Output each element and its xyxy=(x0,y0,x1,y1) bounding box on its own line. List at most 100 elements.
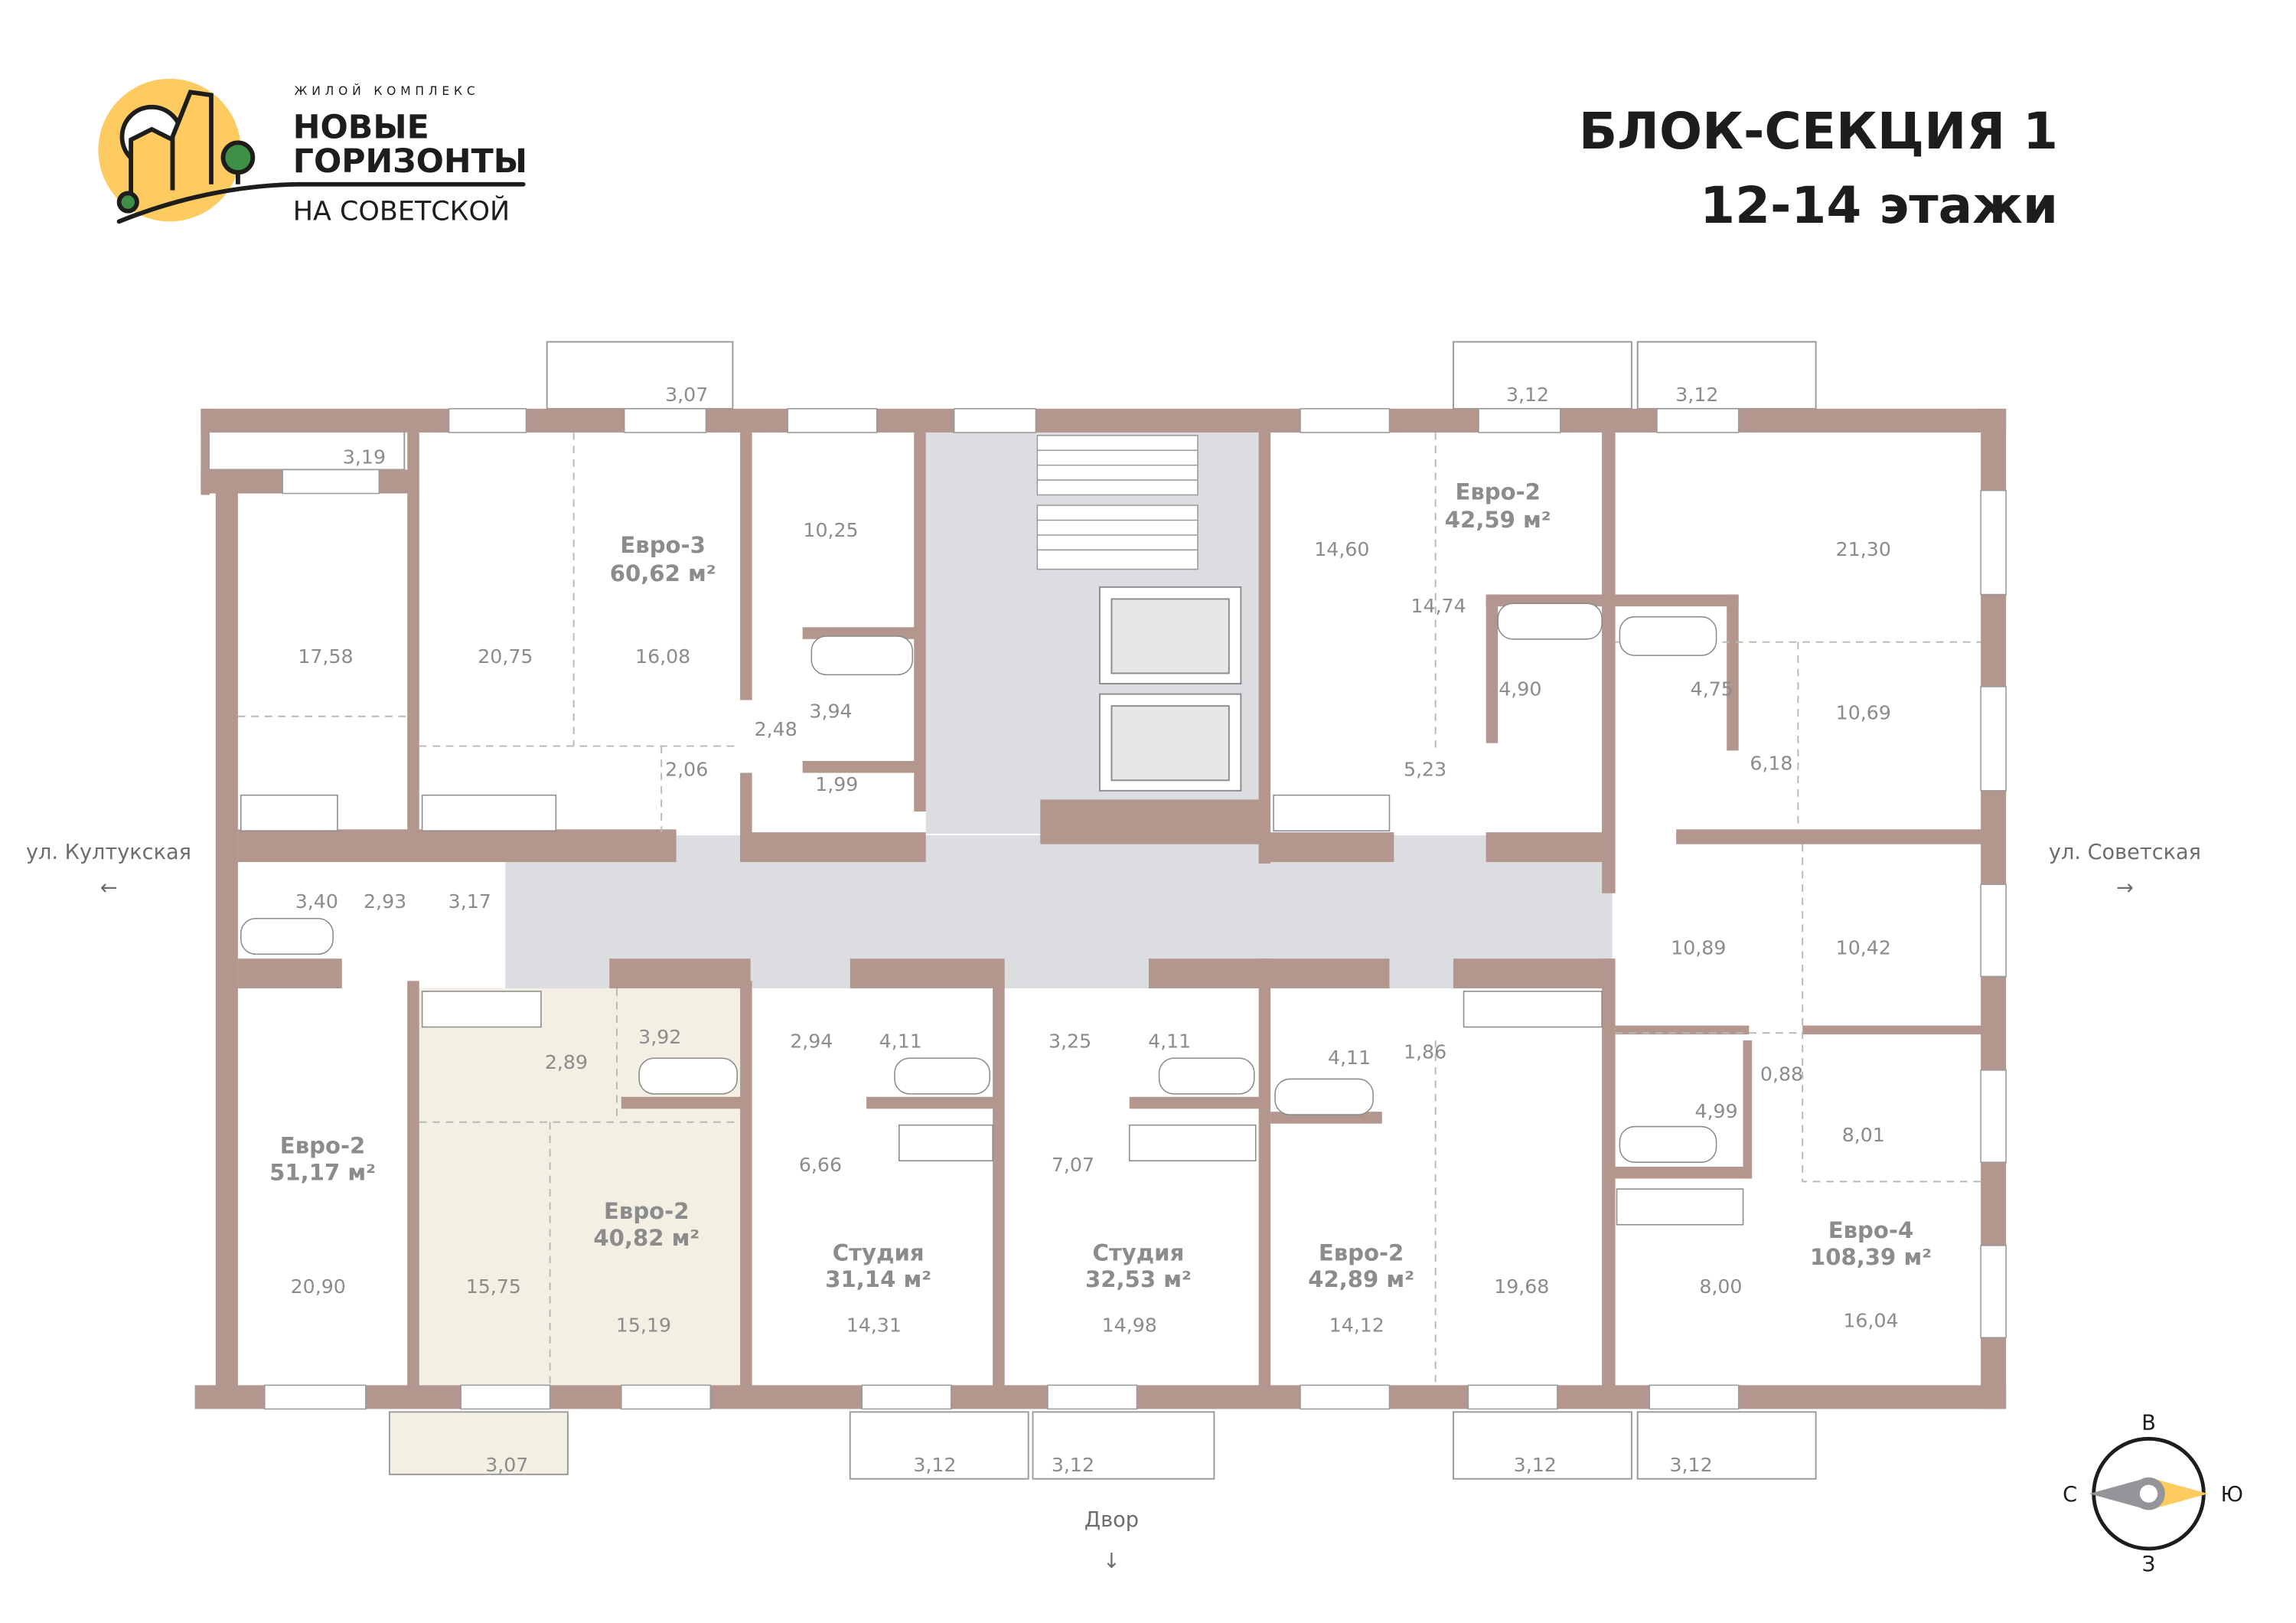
room-area: 6,18 xyxy=(1750,753,1792,775)
room-area: 16,08 xyxy=(635,645,690,668)
apartment-area: 42,59 м² xyxy=(1445,507,1551,533)
highlighted-apartment[interactable] xyxy=(419,988,741,1387)
room-area: 14,74 xyxy=(1411,595,1466,617)
room-area: 3,17 xyxy=(448,890,491,913)
room-area: 4,99 xyxy=(1695,1100,1738,1122)
room-area: 2,93 xyxy=(364,890,406,913)
fixtures xyxy=(240,603,1744,1226)
apartment-type: Студия xyxy=(833,1239,925,1265)
room-area-labels: 3,07 3,19 3,12 3,12 10,25 14,60 21,30 17… xyxy=(291,384,1899,1476)
room-area: 8,00 xyxy=(1699,1275,1742,1298)
compass-east: В xyxy=(2141,1412,2156,1435)
room-area: 17,58 xyxy=(298,645,353,668)
balconies xyxy=(207,341,1817,1480)
arrow-left-icon: ← xyxy=(100,877,118,900)
room-area: 4,11 xyxy=(879,1030,922,1053)
room-area: 3,25 xyxy=(1049,1030,1091,1053)
room-area: 10,42 xyxy=(1836,936,1891,958)
stairs xyxy=(1036,435,1199,570)
room-area: 7,07 xyxy=(1052,1154,1094,1176)
apartment-type: Евро-3 xyxy=(620,532,705,558)
apartment-area: 40,82 м² xyxy=(593,1225,700,1251)
arrow-down-icon: ↓ xyxy=(1103,1550,1120,1573)
room-area: 3,40 xyxy=(295,890,338,913)
compass-north: С xyxy=(2063,1483,2077,1507)
room-area: 6,66 xyxy=(799,1154,842,1176)
logo-line1: НОВЫЕ xyxy=(293,109,429,147)
room-area: 16,04 xyxy=(1843,1310,1898,1332)
room-area: 15,19 xyxy=(616,1314,671,1336)
apartment-evro2-51-17[interactable]: Евро-251,17 м² xyxy=(269,1133,376,1186)
room-area: 15,75 xyxy=(466,1275,521,1298)
room-area: 3,07 xyxy=(485,1454,528,1476)
compass-south: Ю xyxy=(2221,1483,2243,1507)
room-area: 20,90 xyxy=(291,1275,346,1298)
room-area: 21,30 xyxy=(1836,538,1891,560)
logo-buildings-icon xyxy=(116,90,526,224)
room-area: 3,12 xyxy=(1670,1454,1713,1476)
room-area: 1,86 xyxy=(1404,1040,1446,1063)
zone-lines xyxy=(237,432,1981,1386)
apartment-type: Евро-2 xyxy=(1319,1239,1404,1265)
arrow-right-icon: → xyxy=(2116,877,2134,900)
plan xyxy=(194,341,2007,1480)
room-area: 4,11 xyxy=(1328,1047,1371,1069)
room-area: 3,12 xyxy=(1514,1454,1557,1476)
room-area: 8,01 xyxy=(1842,1124,1885,1146)
room-area: 4,75 xyxy=(1691,678,1733,700)
compass: В С Ю З xyxy=(2063,1412,2243,1576)
logo-subtitle: ЖИЛОЙ КОМПЛЕКС xyxy=(295,83,480,98)
apartment-evro2-40-82[interactable]: Евро-240,82 м² xyxy=(593,1198,700,1251)
room-area: 14,31 xyxy=(846,1314,902,1336)
street-left-label: ул. Култукская xyxy=(26,841,191,864)
apartment-type: Евро-2 xyxy=(604,1198,689,1224)
apartment-evro2-42-59[interactable]: Евро-242,59 м² xyxy=(1445,478,1551,533)
windows xyxy=(264,408,2007,1410)
room-area: 10,89 xyxy=(1671,936,1726,958)
apartment-area: 32,53 м² xyxy=(1085,1266,1192,1292)
room-area: 3,12 xyxy=(1675,384,1718,406)
room-area: 14,12 xyxy=(1329,1314,1384,1336)
apartment-labels: Евро-360,62 м² Евро-242,59 м² Евро-251,1… xyxy=(269,478,1932,1292)
compass-west: З xyxy=(2142,1553,2155,1576)
apartment-evro3-60[interactable]: Евро-360,62 м² xyxy=(610,532,716,586)
logo: ЖИЛОЙ КОМПЛЕКС НОВЫЕ ГОРИЗОНТЫ НА СОВЕТС… xyxy=(98,78,527,227)
room-area: 0,88 xyxy=(1760,1063,1803,1085)
room-area: 10,69 xyxy=(1836,702,1891,724)
room-area: 2,06 xyxy=(665,758,708,780)
logo-line3: НА СОВЕТСКОЙ xyxy=(293,194,510,227)
apartment-area: 108,39 м² xyxy=(1810,1244,1932,1270)
room-area: 3,92 xyxy=(638,1026,681,1048)
compass-needle-south xyxy=(2148,1477,2209,1510)
apartment-area: 31,14 м² xyxy=(825,1266,931,1292)
elevators xyxy=(1098,586,1242,792)
room-area: 3,19 xyxy=(343,446,386,469)
yard-label: Двор xyxy=(1084,1508,1139,1532)
street-right-label: ул. Советская xyxy=(2049,841,2201,864)
room-area: 4,11 xyxy=(1148,1030,1191,1053)
room-area: 10,25 xyxy=(803,519,858,541)
apartment-area: 51,17 м² xyxy=(269,1159,376,1185)
room-area: 5,23 xyxy=(1404,758,1446,780)
room-area: 2,94 xyxy=(790,1030,833,1053)
room-area: 4,90 xyxy=(1499,678,1541,700)
room-area: 1,99 xyxy=(815,773,858,795)
apartment-type: Евро-2 xyxy=(280,1133,365,1159)
apartment-evro2-42-89[interactable]: Евро-242,89 м² xyxy=(1308,1239,1414,1292)
apartment-type: Евро-4 xyxy=(1828,1217,1913,1243)
floors-title: 12-14 этажи xyxy=(1700,176,2058,235)
room-area: 19,68 xyxy=(1494,1275,1549,1298)
apartment-area: 42,89 м² xyxy=(1308,1266,1414,1292)
highlighted-balcony[interactable] xyxy=(388,1411,569,1475)
apartment-type: Студия xyxy=(1092,1239,1184,1265)
apartment-type: Евро-2 xyxy=(1455,478,1540,505)
room-area: 3,12 xyxy=(1052,1454,1094,1476)
room-area: 14,60 xyxy=(1314,538,1369,560)
compass-needle-north xyxy=(2089,1477,2149,1510)
apartment-area: 60,62 м² xyxy=(610,560,716,586)
room-area: 14,98 xyxy=(1102,1314,1157,1336)
